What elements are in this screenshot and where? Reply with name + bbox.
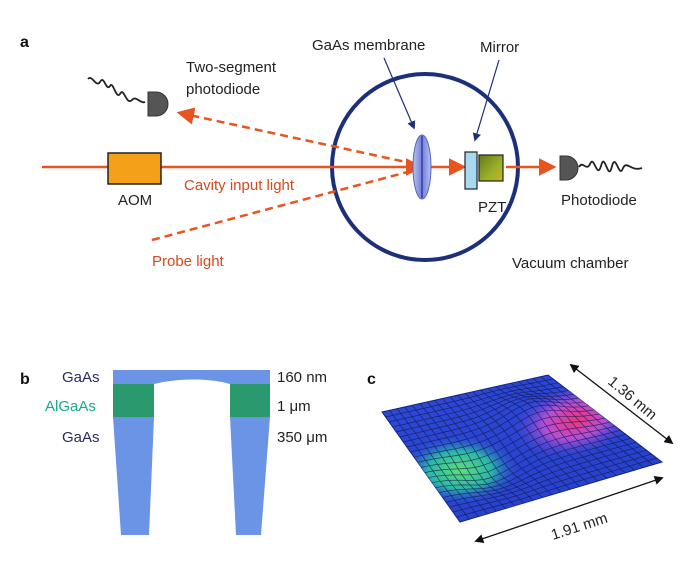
two-segment-photodiode-icon	[87, 77, 169, 117]
algaas-layer-right	[230, 384, 270, 417]
mirror-pointer-arrow	[472, 59, 500, 142]
panel-b: b GaAs AlGaAs GaAs 160 nm 1 μm 350 μm	[20, 369, 327, 535]
surface-mesh-line	[494, 385, 598, 482]
surface-mesh-line	[487, 387, 589, 485]
layer-3-material: GaAs	[62, 429, 100, 446]
cavity-mirror	[464, 151, 478, 190]
panel-c-letter: c	[367, 371, 376, 388]
layer-3-thickness: 350 μm	[277, 429, 327, 446]
layer-2-thickness: 1 μm	[277, 398, 311, 415]
depth-dimension-arrow	[569, 363, 674, 445]
surface-mesh-line	[502, 384, 608, 479]
aom-box	[107, 152, 162, 185]
algaas-layer-left	[113, 384, 154, 417]
aom-label: AOM	[118, 192, 152, 209]
probe-light-label: Probe light	[152, 253, 225, 270]
layer-1-thickness: 160 nm	[277, 369, 327, 386]
panel-a: a AOM Cavity input light Probe light Two…	[20, 34, 643, 272]
reflected-probe-beam	[176, 107, 416, 166]
pzt-block	[478, 154, 504, 182]
layer-1-material: GaAs	[62, 369, 100, 386]
probe-beam	[151, 168, 416, 242]
surface-mesh-line	[472, 391, 571, 490]
width-dimension-arrow	[474, 476, 664, 543]
panel-c: c 1.91 mm 1.36 mm	[367, 363, 674, 544]
gaas-membrane-label: GaAs membrane	[312, 37, 425, 54]
depth-dimension-label: 1.36 mm	[604, 373, 660, 424]
width-dimension-label: 1.91 mm	[549, 510, 610, 544]
membrane-pointer-arrow	[383, 57, 416, 130]
gaas-substrate-left	[113, 417, 154, 535]
surface-mesh-line	[510, 382, 617, 476]
gaas-top-layer	[113, 370, 270, 384]
two-segment-photodiode-label-line1: Two-segment	[186, 59, 277, 76]
mirror-label: Mirror	[480, 39, 519, 56]
panel-b-letter: b	[20, 371, 30, 388]
panel-a-letter: a	[20, 34, 29, 51]
photodiode-label: Photodiode	[561, 192, 637, 209]
cavity-input-light-label: Cavity input light	[184, 177, 295, 194]
surface-mesh-line	[479, 389, 580, 487]
two-segment-photodiode-label-line2: photodiode	[186, 81, 260, 98]
surface-mesh-line	[438, 437, 631, 493]
photodiode-icon	[559, 155, 643, 181]
layer-2-material: AlGaAs	[45, 398, 96, 415]
gaas-substrate-right	[230, 417, 270, 535]
vacuum-chamber-label: Vacuum chamber	[512, 255, 628, 272]
pzt-label: PZT	[478, 199, 506, 216]
